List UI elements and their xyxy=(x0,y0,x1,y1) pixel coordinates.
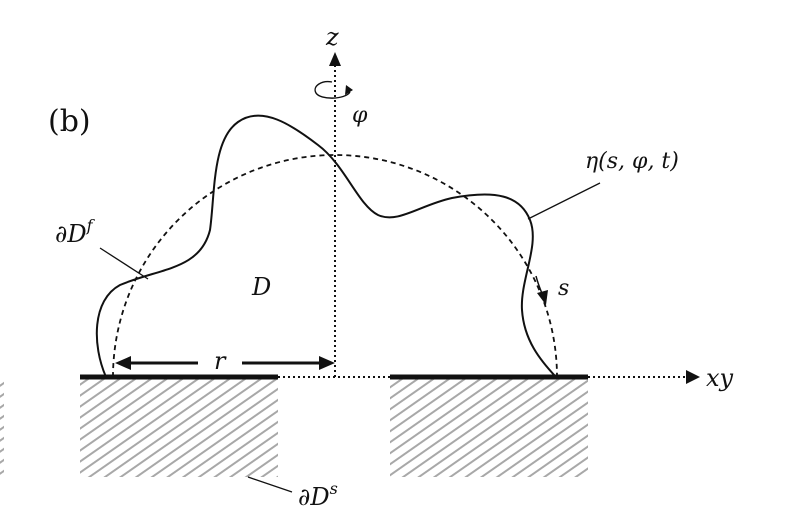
free-surface-leader xyxy=(99,247,149,280)
edge-substrate-sliver xyxy=(0,379,4,477)
radius-label: r xyxy=(214,347,227,375)
eta-leader xyxy=(527,182,601,220)
xy-axis-label: xy xyxy=(706,364,734,392)
surface-function-label: η(s, φ, t) xyxy=(585,149,679,174)
right-substrate-block xyxy=(390,379,588,477)
rotation-angle-label: φ xyxy=(352,103,368,128)
panel-label: (b) xyxy=(48,104,91,139)
solid-boundary-label-sup: s xyxy=(330,479,338,498)
solid-boundary-label-main: ∂D xyxy=(298,483,330,511)
radius-arrow-right-head xyxy=(319,356,335,370)
rotation-arrow-head xyxy=(345,85,353,95)
rotation-arrow xyxy=(314,80,351,99)
solid-boundary-label: ∂Ds xyxy=(298,479,338,511)
xy-axis-arrowhead xyxy=(686,370,700,384)
domain-label: D xyxy=(251,273,271,301)
arc-length-label: s xyxy=(558,276,569,301)
radius-arrow-left-head xyxy=(115,356,131,370)
arc-length-arrow-head xyxy=(537,290,548,305)
left-substrate-block xyxy=(80,379,278,477)
solid-boundary-leader xyxy=(247,476,293,493)
free-surface-label: ∂Df xyxy=(55,216,96,248)
z-axis-label: z xyxy=(325,23,339,51)
free-surface-label-sup: f xyxy=(86,216,96,235)
free-surface-label-main: ∂D xyxy=(55,220,87,248)
free-surface-curve xyxy=(95,114,557,378)
z-axis-arrowhead xyxy=(329,52,341,66)
